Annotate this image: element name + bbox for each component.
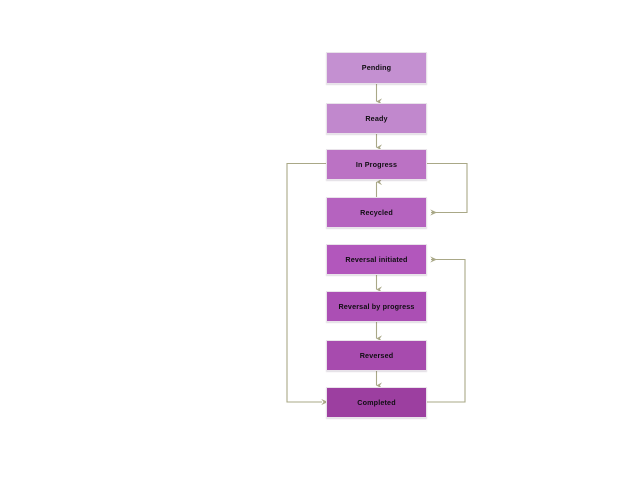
node-reversed[interactable]: Reversed	[326, 340, 427, 371]
node-reversal-by-progress[interactable]: Reversal by progress	[326, 291, 427, 322]
node-completed-label: Completed	[357, 397, 396, 407]
node-ready[interactable]: Ready	[326, 103, 427, 134]
node-pending-label: Pending	[361, 63, 392, 73]
node-completed[interactable]: Completed	[326, 387, 427, 418]
node-reversed-label: Reversed	[359, 350, 394, 360]
node-reversal-by-progress-label: Reversal by progress	[338, 301, 415, 311]
node-reversal-initiated-label: Reversal initiated	[345, 254, 408, 264]
edge-completed-to-reversal-initiated	[427, 256, 466, 403]
node-recycled[interactable]: Recycled	[326, 197, 427, 228]
node-in-progress-label: In Progress	[355, 159, 398, 169]
node-reversal-initiated[interactable]: Reversal initiated	[326, 244, 427, 275]
edge-in-progress-to-recycled	[427, 162, 468, 216]
node-recycled-label: Recycled	[360, 207, 393, 217]
node-ready-label: Ready	[365, 113, 388, 123]
edge-in-progress-to-completed	[286, 162, 328, 406]
node-pending[interactable]: Pending	[326, 52, 427, 84]
node-in-progress[interactable]: In Progress	[326, 149, 427, 180]
